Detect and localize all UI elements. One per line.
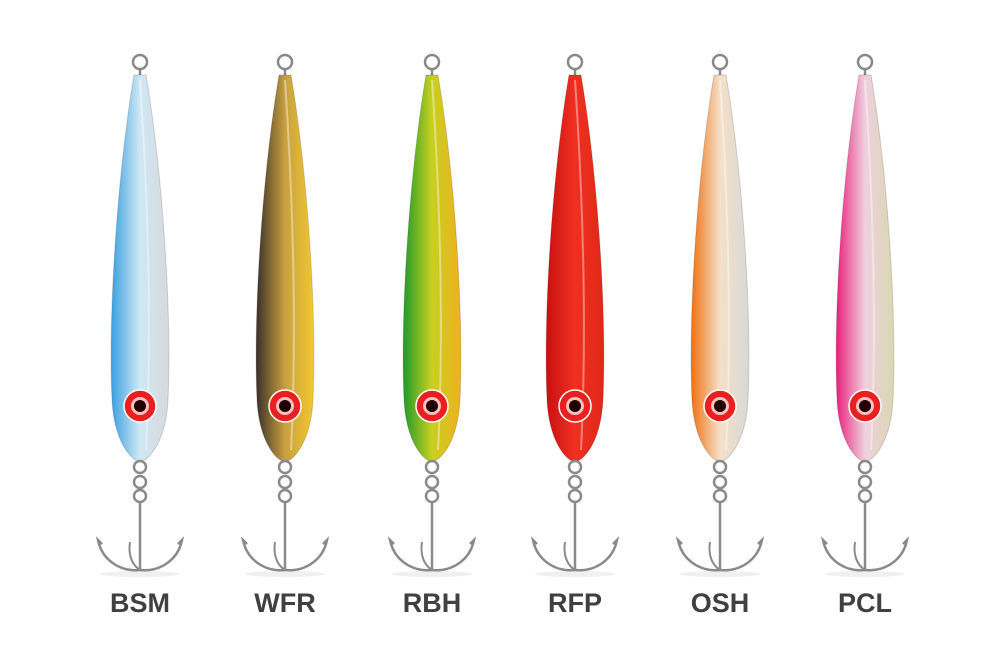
lure-label: BSM: [110, 588, 170, 618]
lure-rbh: [382, 50, 482, 580]
eye-icon: [123, 389, 157, 423]
shadow: [535, 571, 615, 577]
line-eye-top: [131, 53, 149, 76]
lure-rfp: [525, 50, 625, 580]
line-eye-top: [423, 53, 441, 76]
shadow: [245, 571, 325, 577]
line-eye-top: [856, 53, 874, 76]
treble-hook-icon: [240, 459, 330, 572]
line-eye-top: [276, 53, 294, 76]
lure-label: PCL: [838, 588, 892, 618]
lure-bsm: [90, 50, 190, 580]
lure-osh: [670, 50, 770, 580]
eye-icon: [415, 389, 449, 423]
eye-icon: [848, 389, 882, 423]
lure-label: RFP: [548, 588, 602, 618]
shadow: [392, 571, 472, 577]
line-eye-top: [566, 53, 584, 76]
eye-icon: [703, 389, 737, 423]
lure-label: OSH: [690, 588, 750, 618]
lure-label: WFR: [254, 588, 316, 618]
eye-icon: [268, 389, 302, 423]
treble-hook-icon: [95, 459, 185, 572]
lure-label: RBH: [402, 588, 462, 618]
treble-hook-icon: [675, 459, 765, 572]
shadow: [680, 571, 760, 577]
shadow: [825, 571, 905, 577]
lure-pcl: [815, 50, 915, 580]
line-eye-top: [711, 53, 729, 76]
treble-hook-icon: [530, 459, 620, 572]
lure-wfr: [235, 50, 335, 580]
shadow: [100, 571, 180, 577]
treble-hook-icon: [820, 459, 910, 572]
eye-icon: [558, 389, 592, 423]
treble-hook-icon: [387, 459, 477, 572]
